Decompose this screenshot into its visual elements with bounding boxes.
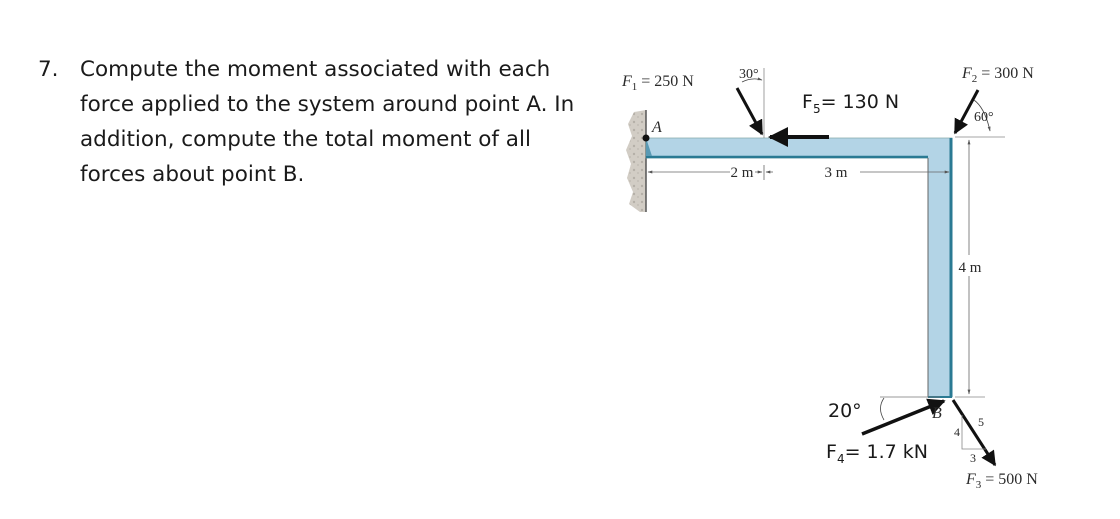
dimension-3m: 3 m	[825, 165, 848, 181]
slope-run: 3	[970, 451, 976, 465]
problem-text: Compute the moment associated with each …	[80, 52, 600, 192]
force-f2-angle: 60°	[974, 110, 994, 125]
dimension-horizontal	[647, 165, 950, 180]
force-f1-arrow	[735, 87, 764, 136]
slope-hyp: 5	[978, 415, 984, 429]
force-f4-label: F4= 1.7 kN	[826, 441, 928, 466]
point-a-label: A	[651, 119, 662, 136]
problem-line: Compute the moment associated with each	[80, 57, 551, 82]
point-b-label: B	[932, 405, 942, 422]
dimension-2m: 2 m	[731, 165, 754, 181]
wall-support	[626, 110, 647, 212]
force-f1-label: F1= 250 N	[621, 73, 694, 93]
force-f4	[861, 396, 946, 436]
problem-number: 7.	[38, 57, 59, 82]
force-f1	[735, 68, 765, 138]
force-f1-angle: 30°	[739, 67, 759, 82]
force-f2	[953, 89, 991, 135]
force-f2-label: F2= 300 N	[961, 65, 1034, 85]
problem-line: force applied to the system around point…	[80, 92, 575, 117]
force-f5-label: F5= 130 N	[802, 91, 899, 116]
dimension-vertical	[955, 136, 1005, 398]
slope-rise: 4	[954, 425, 960, 439]
problem-line: addition, compute the total moment of al…	[80, 127, 531, 152]
dimension-4m: 4 m	[959, 260, 982, 276]
l-beam	[645, 137, 953, 398]
force-f3-arrow	[951, 399, 997, 467]
force-f3	[951, 399, 997, 467]
force-f4-angle: 20°	[828, 400, 862, 422]
slope-triangle	[961, 415, 986, 450]
force-f2-arrow	[953, 89, 980, 135]
problem-line: forces about point B.	[80, 162, 305, 187]
point-a-marker	[642, 134, 650, 142]
force-f4-arrow	[861, 398, 946, 436]
force-f3-label: F3= 500 N	[965, 471, 1038, 491]
